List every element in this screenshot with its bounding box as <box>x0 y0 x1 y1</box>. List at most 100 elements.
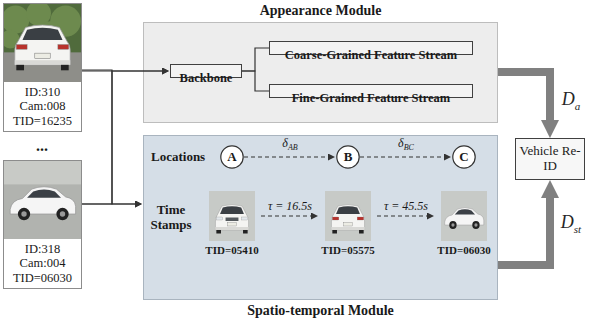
graphic-part <box>343 223 352 227</box>
graphic-part: AB <box>288 144 298 153</box>
output-box: Vehicle Re-ID <box>515 138 585 180</box>
graphic-part <box>216 217 222 220</box>
graphic-part <box>449 221 456 229</box>
module-title: Appearance Module <box>144 3 497 19</box>
location-circle: C <box>452 145 476 169</box>
row-label: Time Stamps <box>146 202 196 232</box>
node-text: C <box>452 145 476 169</box>
graphic-part <box>15 25 70 65</box>
connector-arrow <box>498 198 550 265</box>
dashed-arrow <box>261 215 311 216</box>
graphic-part: a <box>575 99 581 111</box>
graphic-part <box>209 191 255 241</box>
ellipsis-mark: ... <box>36 137 48 155</box>
graphic-part <box>451 223 454 227</box>
graphic-part: D <box>562 89 575 109</box>
node-text: Coarse-Grained Feature Stream <box>270 48 472 63</box>
caption-block: ID:310Cam:008TID=16235 <box>4 82 81 131</box>
graphic-part <box>215 227 248 230</box>
node-text: Vehicle Re-ID <box>519 144 581 174</box>
graphic-part <box>455 209 475 214</box>
graphic-part <box>332 230 337 234</box>
graphic-part <box>16 45 27 50</box>
graphic-part <box>325 191 371 241</box>
process-box: Coarse-Grained Feature Stream <box>269 41 473 55</box>
connector-arrow <box>498 72 550 120</box>
edge-label: τ = 16.5s <box>266 199 314 213</box>
caption-block: ID:318Cam:004TID=06030 <box>4 239 81 288</box>
graphic-part <box>56 208 68 220</box>
node-text: A <box>220 145 244 169</box>
connector-arrow <box>82 203 135 204</box>
graphic-part <box>4 4 81 82</box>
node-text: TID=06030 <box>6 271 79 285</box>
module-panel: Appearance ModuleBackboneCoarse-Grained … <box>143 22 498 123</box>
graphic-part <box>472 221 479 229</box>
connector-line <box>242 48 269 71</box>
edge-label: Da <box>560 89 583 116</box>
graphic-part <box>241 217 247 220</box>
graphic-part <box>21 211 26 216</box>
graphic-part <box>220 206 244 214</box>
graphic-part <box>209 191 255 241</box>
graphic-part <box>337 146 359 168</box>
node-text: B <box>336 145 360 169</box>
connector-arrow <box>82 71 162 204</box>
graphic-part <box>474 223 477 227</box>
graphic-part <box>243 230 248 234</box>
graphic-part <box>325 191 371 241</box>
node-text: TID=05575 <box>319 243 377 257</box>
graphic-part <box>60 211 65 216</box>
timestamp-image: TID=05575 <box>319 191 377 241</box>
location-circle: B <box>336 145 360 169</box>
process-box: Fine-Grained Feature Stream <box>269 84 473 98</box>
graphic-part <box>22 28 62 40</box>
graphic-part <box>4 161 81 184</box>
graphic-part <box>226 218 239 222</box>
graphic-part <box>27 189 61 197</box>
timestamp-image: TID=05410 <box>203 191 261 241</box>
graphic-part: δ <box>282 136 288 150</box>
edge-label: Dst <box>559 212 583 239</box>
graphic-part <box>4 161 81 239</box>
edge-label: τ = 45.5s <box>382 199 430 213</box>
node-text: Cam:008 <box>6 99 79 113</box>
graphic-part <box>216 230 221 234</box>
node-text: Cam:004 <box>6 256 79 270</box>
connector-arrow <box>82 70 135 204</box>
process-box: Backbone <box>170 64 242 78</box>
graphic-part: D <box>561 212 574 232</box>
node-text: TID=06030 <box>435 243 493 257</box>
location-circle: A <box>220 145 244 169</box>
node-text: ID:310 <box>6 85 79 99</box>
graphic-part <box>221 146 243 168</box>
graphic-part <box>18 208 30 220</box>
graphic-part: BC <box>404 144 414 153</box>
timestamp-image: TID=06030 <box>435 191 493 241</box>
graphic-part <box>331 205 364 231</box>
graphic-part <box>35 53 50 58</box>
edge-label: δBC <box>396 136 416 155</box>
graphic-part <box>441 191 487 241</box>
graphic-part <box>16 65 24 70</box>
dashed-arrow <box>360 156 444 157</box>
node-text: TID=16235 <box>6 114 79 128</box>
graphic-part <box>332 217 338 220</box>
vehicle-photo <box>209 191 255 241</box>
graphic-part: st <box>574 222 581 234</box>
vehicle-photo <box>325 191 371 241</box>
dashed-arrow <box>244 156 328 157</box>
graphic-part <box>15 60 70 65</box>
vehicle-photo <box>4 161 81 239</box>
connector-line <box>242 71 269 91</box>
graphic-part <box>441 191 487 241</box>
graphic-part <box>4 161 81 239</box>
graphic-part <box>336 206 360 214</box>
vehicle-image-card: ID:310Cam:008TID=16235 <box>3 3 82 132</box>
node-text: Backbone <box>171 71 241 86</box>
node-text: Fine-Grained Feature Stream <box>270 91 472 106</box>
vehicle-image-card: ID:318Cam:004TID=06030 <box>3 160 82 289</box>
module-title: Spatio-temporal Module <box>144 303 497 319</box>
graphic-part <box>58 45 69 50</box>
